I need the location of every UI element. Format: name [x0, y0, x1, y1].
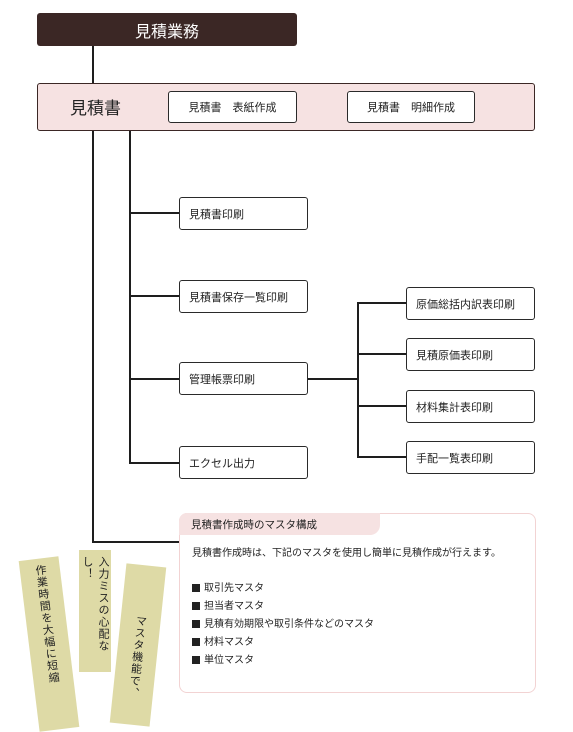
estimate-print-box: 見積書印刷	[179, 197, 308, 230]
banner-no-input-errors-text: 入力ミスの心配なし！	[81, 556, 110, 652]
master-info-panel	[179, 513, 536, 693]
connector-output-ledger	[129, 378, 179, 380]
connector-outputs-trunk	[129, 131, 131, 464]
material-table-print-box: 材料集計表印刷	[406, 390, 535, 423]
bullet-square-icon	[192, 619, 200, 628]
master-info-description: 見積書作成時は、下記のマスタを使用し簡単に見積作成が行えます。	[192, 548, 501, 559]
saved-list-print-box: 見積書保存一覧印刷	[179, 280, 308, 313]
connector-ledger-1	[357, 302, 406, 304]
connector-output-print	[129, 212, 179, 214]
procurement-list-print-box: 手配一覧表印刷	[406, 441, 535, 474]
banner-no-input-errors: 入力ミスの心配なし！	[79, 550, 111, 672]
estimate-label: 見積書	[70, 99, 121, 119]
connector-title-to-main	[92, 46, 94, 83]
connector-ledger-2	[357, 353, 406, 355]
connector-info-horizontal	[92, 541, 179, 543]
cost-table-print-box: 見積原価表印刷	[406, 338, 535, 371]
connector-output-excel	[129, 462, 179, 464]
title-box: 見積業務	[37, 13, 297, 46]
banner-time-saving-text: 作業時間を大幅に短縮	[33, 563, 61, 685]
master-item: 担当者マスタ	[192, 597, 264, 612]
connector-ledger-3	[357, 405, 406, 407]
master-item: 取引先マスタ	[192, 579, 264, 594]
banner-master-function-text: マスタ機能で、	[126, 614, 149, 700]
banner-master-function: マスタ機能で、	[109, 563, 167, 727]
ledger-print-box: 管理帳票印刷	[179, 362, 308, 395]
master-item: 単位マスタ	[192, 651, 254, 666]
master-item: 材料マスタ	[192, 633, 254, 648]
connector-ledger-4	[357, 456, 406, 458]
excel-output-box: エクセル出力	[179, 446, 308, 479]
cover-creation-box: 見積書 表紙作成	[168, 91, 297, 123]
bullet-square-icon	[192, 601, 200, 610]
connector-output-list	[129, 295, 179, 297]
master-info-heading: 見積書作成時のマスタ構成	[179, 513, 380, 535]
detail-creation-box: 見積書 明細作成	[347, 91, 475, 123]
bullet-square-icon	[192, 655, 200, 664]
banner-time-saving: 作業時間を大幅に短縮	[18, 556, 80, 732]
connector-main-to-info	[92, 131, 94, 542]
connector-ledger-out	[308, 378, 359, 380]
connector-ledgers-trunk	[357, 302, 359, 458]
master-item: 見積有効期限や取引条件などのマスタ	[192, 615, 374, 630]
bullet-square-icon	[192, 583, 200, 592]
bullet-square-icon	[192, 637, 200, 646]
cost-breakdown-print-box: 原価総括内訳表印刷	[406, 287, 535, 320]
